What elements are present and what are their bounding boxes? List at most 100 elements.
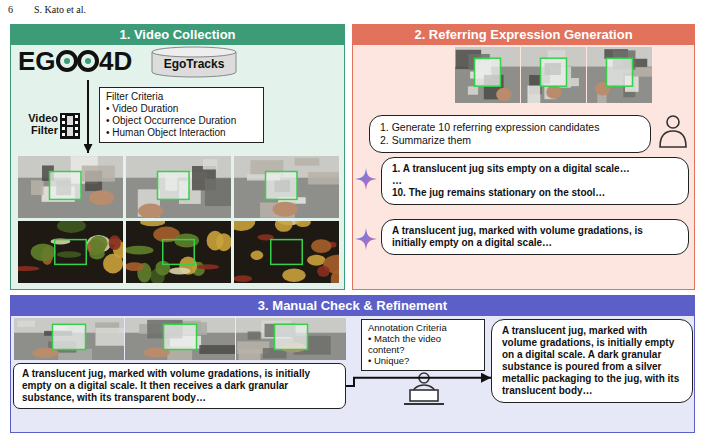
figure-part	[275, 324, 308, 349]
figure-part	[660, 131, 686, 147]
video-frame	[521, 47, 586, 103]
node-text: 2. Summarize them	[380, 134, 640, 147]
video-frame	[234, 156, 339, 218]
figure-part	[64, 58, 70, 64]
video-frame	[126, 156, 231, 218]
node-text: EgoTracks	[151, 46, 237, 71]
figure-part	[55, 240, 87, 265]
figure-part	[75, 127, 78, 130]
figure-part	[266, 172, 298, 200]
panel-heading: 3. Manual Check & Refinement	[11, 296, 694, 316]
panel-heading: 1. Video Collection	[11, 25, 344, 45]
figure-part	[251, 251, 264, 260]
figure-part	[164, 324, 197, 349]
figure-part	[62, 121, 65, 124]
figure-part	[18, 156, 123, 218]
figure-part	[31, 243, 56, 261]
figure-part	[410, 390, 438, 401]
video-frame	[18, 156, 123, 218]
figure-part	[164, 324, 197, 349]
figure-part	[475, 58, 501, 86]
figure-part	[169, 267, 191, 274]
figure-part	[546, 85, 562, 98]
figure-part	[138, 204, 163, 218]
figure-part	[103, 254, 123, 274]
figure-part	[75, 121, 78, 124]
figure-part	[67, 116, 73, 125]
video-frame	[455, 47, 520, 103]
expression-box: A translucent jug, marked with volume gr…	[13, 363, 346, 409]
figure-part	[53, 324, 86, 349]
figure-part	[62, 115, 65, 118]
panel-ground	[10, 295, 695, 433]
figure-part	[50, 172, 82, 200]
figure-part	[89, 236, 107, 251]
figure-part	[468, 86, 478, 94]
panel-ground	[352, 24, 695, 290]
figure-part	[294, 158, 319, 166]
video-frame	[126, 221, 231, 283]
figure-part	[607, 58, 633, 86]
figure-part	[109, 235, 121, 250]
response-bubble: 1. A translucent jug sits empty on a dig…	[381, 157, 689, 205]
node-text: • Match the video content?	[368, 334, 478, 356]
node-text: A translucent jug, marked with volume gr…	[22, 368, 337, 404]
figure-part	[58, 52, 76, 70]
figure-part	[275, 324, 308, 349]
figure-part	[126, 246, 154, 255]
glasses-logo	[58, 52, 97, 70]
figure-part	[18, 266, 39, 271]
figure-part	[89, 190, 114, 205]
figure-part	[158, 172, 190, 200]
film-icon	[60, 113, 80, 139]
dataset-cylinder: EgoTracks	[151, 46, 237, 78]
figure-part	[174, 234, 199, 248]
person-icon	[660, 116, 686, 147]
figure-part	[31, 180, 44, 195]
stage-panel: 1. Video CollectionEgoTracksFilter Crite…	[10, 24, 345, 290]
criteria-box: Filter Criteria• Video Duration• Object …	[99, 87, 264, 143]
figure-part	[57, 221, 86, 233]
video-frame	[14, 318, 124, 360]
stage-panel: 2. Referring Expression Generation1. Gen…	[352, 24, 695, 290]
gemini-icon	[355, 228, 377, 250]
video-frame	[18, 221, 123, 283]
figure-part	[527, 86, 540, 103]
figure-part	[541, 58, 567, 86]
prompt-bubble: 1. Generate 10 referring expression cand…	[369, 115, 651, 153]
video-frame	[234, 221, 339, 283]
figure-part	[216, 233, 231, 251]
video-frame	[236, 318, 346, 360]
node-text: • Human Object Interaction	[106, 127, 257, 139]
figure-part	[163, 240, 195, 265]
figure-part	[50, 172, 82, 200]
figure-part	[199, 345, 235, 354]
figure-part	[205, 178, 231, 206]
criteria-box: Annotation Criteria• Match the video con…	[361, 319, 485, 371]
figure-part	[67, 127, 73, 136]
figure-part	[273, 202, 298, 217]
expression-box: A translucent jug, marked with volume gr…	[491, 319, 693, 403]
panel-ground	[10, 24, 345, 290]
figure-part	[455, 47, 520, 103]
figure-part	[234, 156, 339, 218]
node-text: 10. The jug remains stationary on the st…	[392, 187, 678, 199]
node-text: A translucent jug, marked with volume gr…	[392, 225, 678, 249]
node-text: Filter Criteria	[106, 91, 257, 103]
figure-part	[282, 269, 305, 282]
node-text: • Unique?	[368, 356, 478, 367]
node-text: • Video Duration	[106, 103, 257, 115]
figure-part	[295, 221, 310, 227]
stage-panel: 3. Manual Check & Refinement A translucen…	[10, 295, 695, 433]
figure-part	[248, 331, 261, 339]
figure-part	[53, 324, 86, 349]
figure-part	[79, 52, 97, 70]
figure-part	[60, 113, 80, 139]
figure-part	[607, 58, 633, 86]
node-text: 1. Generate 10 referring expression cand…	[380, 121, 640, 134]
video-frame	[125, 318, 235, 360]
response-bubble: A translucent jug, marked with volume gr…	[381, 219, 689, 255]
flow-arrow	[346, 378, 491, 386]
figure-part	[541, 58, 567, 86]
figure-part	[234, 275, 252, 282]
